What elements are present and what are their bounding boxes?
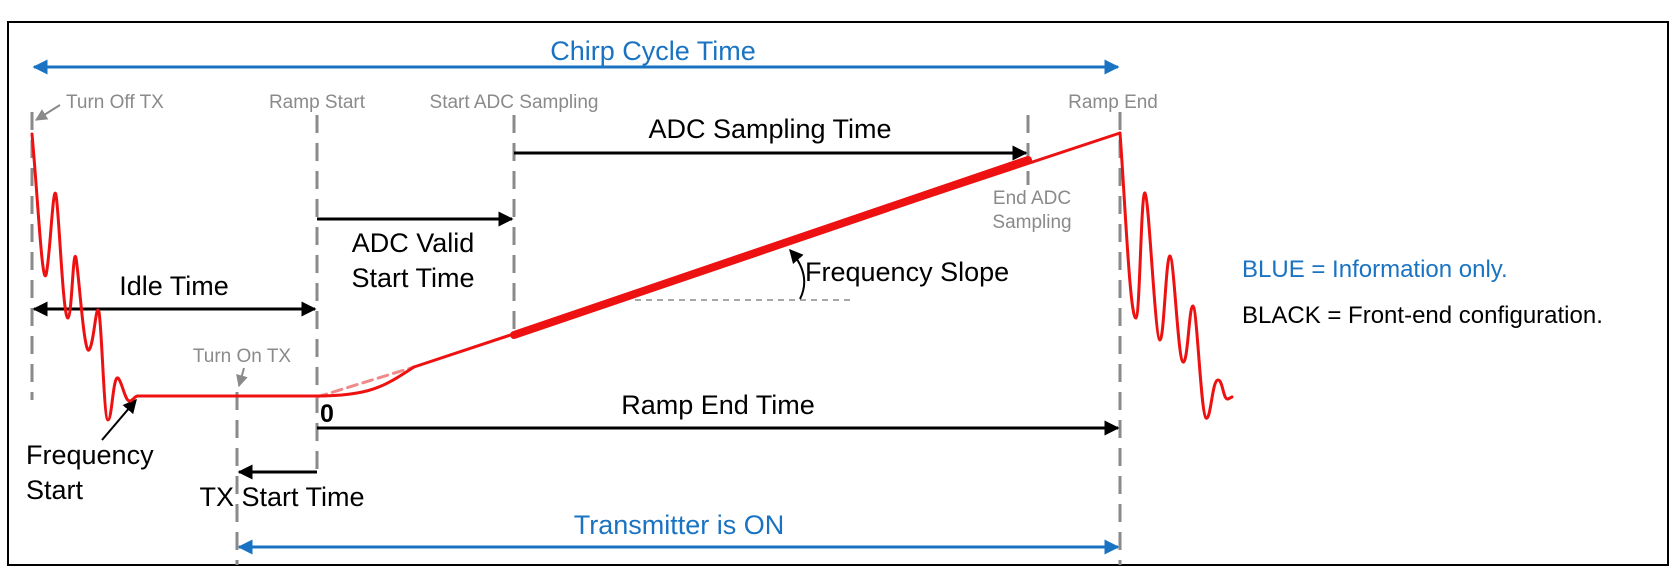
turn-on-tx-pointer xyxy=(236,367,248,388)
frequency-start-label-1: Frequency xyxy=(26,440,154,470)
ramp-start-curve xyxy=(315,365,416,398)
chirp-cycle-label: Chirp Cycle Time xyxy=(550,36,756,66)
slope-angle-arc xyxy=(789,248,806,300)
turn-off-tx-label: Turn Off TX xyxy=(66,92,164,113)
end-adc-sampling-label-2: Sampling xyxy=(992,212,1071,233)
vertical-markers xyxy=(30,112,1122,565)
adc-valid-label-1: ADC Valid xyxy=(352,228,475,258)
adc-sampling-time-label: ADC Sampling Time xyxy=(648,114,891,144)
idle-time-label: Idle Time xyxy=(119,271,229,301)
ramp-end-time-label: Ramp End Time xyxy=(621,390,815,420)
frequency-start-pointer xyxy=(101,398,137,441)
ramp-end-label: Ramp End xyxy=(1068,92,1158,113)
transmitter-on-label: Transmitter is ON xyxy=(574,510,785,540)
legend-black-config: BLACK = Front-end configuration. xyxy=(1242,302,1603,329)
legend: BLUE = Information only. BLACK = Front-e… xyxy=(1242,256,1603,329)
turn-off-tx-pointer xyxy=(34,104,61,121)
ramp-start-label: Ramp Start xyxy=(269,92,366,113)
settling-wave-right xyxy=(1118,131,1234,420)
adc-valid-label-2: Start Time xyxy=(351,263,474,293)
turn-on-tx-label: Turn On TX xyxy=(193,346,292,367)
settling-wave-left xyxy=(30,132,319,422)
tx-start-time-label: TX Start Time xyxy=(199,482,364,512)
end-adc-sampling-label-1: End ADC xyxy=(993,188,1071,209)
ghost-extension xyxy=(315,365,416,399)
frequency-slope-label: Frequency Slope xyxy=(805,257,1009,287)
legend-blue-info: BLUE = Information only. xyxy=(1242,256,1508,283)
adc-sampling-segment xyxy=(510,156,1032,339)
start-adc-sampling-label: Start ADC Sampling xyxy=(430,92,599,113)
diagram-frame xyxy=(7,21,1669,566)
ramp-zero-label: 0 xyxy=(320,400,334,428)
frequency-start-label-2: Start xyxy=(26,475,84,505)
chirp-signal xyxy=(30,131,1234,422)
